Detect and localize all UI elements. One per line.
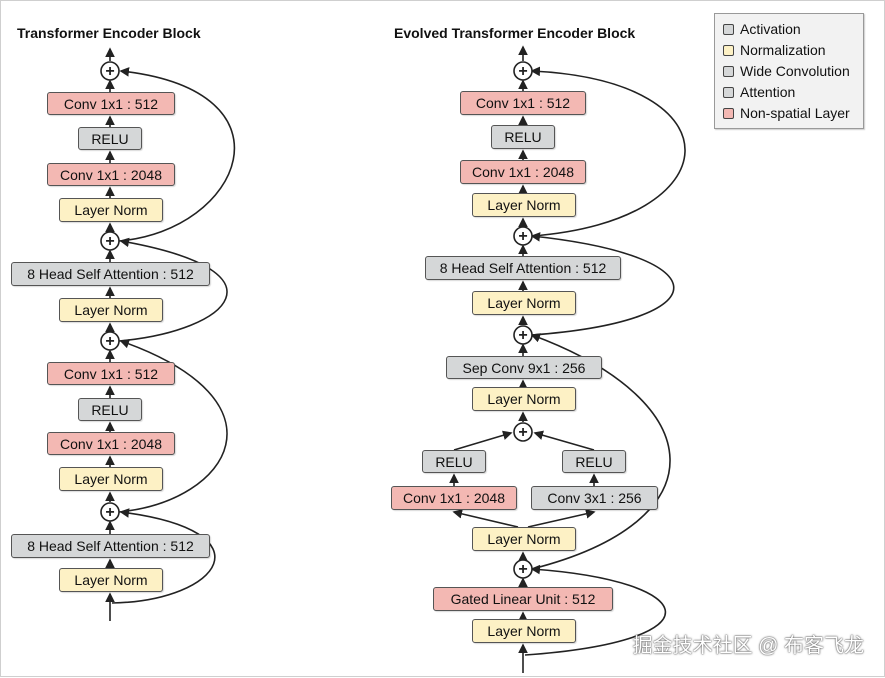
residual-connection bbox=[524, 564, 667, 656]
legend-item-attention: Attention bbox=[723, 84, 795, 100]
right-layer-norm-5: Layer Norm bbox=[472, 619, 576, 643]
add-symbol: + bbox=[518, 561, 527, 578]
left-relu-top: RELU bbox=[78, 127, 142, 150]
legend-item-normalization: Normalization bbox=[723, 42, 826, 58]
residual-connection bbox=[111, 508, 216, 604]
right-relu-right-branch: RELU bbox=[562, 450, 626, 473]
legend-swatch-attention bbox=[723, 86, 734, 98]
left-conv-1x1-512-bottom: Conv 1x1 : 512 bbox=[47, 362, 175, 385]
residual-connection bbox=[118, 339, 228, 513]
right-conv-1x1-2048-branch: Conv 1x1 : 2048 bbox=[391, 486, 517, 510]
left-diagram-title: Transformer Encoder Block bbox=[17, 25, 201, 41]
add-symbol: + bbox=[518, 228, 527, 245]
legend-swatch-normalization bbox=[723, 44, 734, 56]
legend-swatch-activation bbox=[723, 23, 734, 35]
add-circle bbox=[100, 61, 120, 81]
legend-label: Activation bbox=[740, 21, 801, 37]
left-layer-norm-1: Layer Norm bbox=[59, 198, 163, 222]
arrow-connector bbox=[527, 509, 596, 528]
arrow-connector bbox=[533, 430, 595, 451]
residual-connection bbox=[118, 67, 236, 242]
right-conv-3x1-256-branch: Conv 3x1 : 256 bbox=[531, 486, 658, 510]
left-layer-norm-3: Layer Norm bbox=[59, 467, 163, 491]
add-circle bbox=[513, 61, 533, 81]
add-circle bbox=[513, 559, 533, 579]
legend-item-activation: Activation bbox=[723, 21, 801, 37]
watermark: 掘金技术社区 @ 布客飞龙 bbox=[632, 635, 864, 657]
add-circle bbox=[513, 226, 533, 246]
legend-swatch-wide-convolution bbox=[723, 65, 734, 77]
add-symbol: + bbox=[105, 233, 114, 250]
legend-label: Attention bbox=[740, 84, 796, 100]
left-relu-bottom: RELU bbox=[78, 398, 142, 421]
left-layer-norm-2: Layer Norm bbox=[59, 298, 163, 322]
right-relu-top: RELU bbox=[491, 125, 555, 149]
add-circle bbox=[100, 331, 120, 351]
left-self-attention-bottom: 8 Head Self Attention : 512 bbox=[11, 534, 210, 558]
add-symbol: + bbox=[105, 63, 114, 80]
add-circle bbox=[100, 231, 120, 251]
right-relu-left-branch: RELU bbox=[422, 450, 486, 473]
right-gated-linear-unit: Gated Linear Unit : 512 bbox=[433, 587, 613, 611]
residual-connection bbox=[530, 66, 686, 237]
arrow-connector bbox=[453, 430, 513, 451]
legend-swatch-non-spatial bbox=[723, 107, 734, 119]
left-conv-1x1-512-top: Conv 1x1 : 512 bbox=[47, 92, 175, 115]
right-layer-norm-3: Layer Norm bbox=[472, 387, 576, 411]
add-symbol: + bbox=[518, 424, 527, 441]
right-layer-norm-1: Layer Norm bbox=[472, 193, 576, 217]
residual-connection bbox=[530, 232, 675, 336]
right-conv-1x1-2048-top: Conv 1x1 : 2048 bbox=[460, 160, 586, 184]
arrow-connector bbox=[452, 509, 519, 528]
add-symbol: + bbox=[518, 327, 527, 344]
right-sep-conv-9x1: Sep Conv 9x1 : 256 bbox=[446, 356, 602, 379]
add-circle bbox=[513, 422, 533, 442]
left-layer-norm-4: Layer Norm bbox=[59, 568, 163, 592]
legend: Activation Normalization Wide Convolutio… bbox=[714, 13, 864, 129]
right-layer-norm-4: Layer Norm bbox=[472, 527, 576, 551]
legend-item-non-spatial: Non-spatial Layer bbox=[723, 105, 850, 121]
left-conv-1x1-2048-top: Conv 1x1 : 2048 bbox=[47, 163, 175, 186]
add-circle bbox=[513, 325, 533, 345]
add-circle bbox=[100, 502, 120, 522]
residual-connection bbox=[118, 237, 228, 342]
right-self-attention: 8 Head Self Attention : 512 bbox=[425, 256, 621, 280]
add-symbol: + bbox=[518, 63, 527, 80]
legend-label: Non-spatial Layer bbox=[740, 105, 850, 121]
add-symbol: + bbox=[105, 504, 114, 521]
left-self-attention-top: 8 Head Self Attention : 512 bbox=[11, 262, 210, 286]
right-layer-norm-2: Layer Norm bbox=[472, 291, 576, 315]
legend-item-wide-convolution: Wide Convolution bbox=[723, 63, 850, 79]
left-conv-1x1-2048-bottom: Conv 1x1 : 2048 bbox=[47, 432, 175, 455]
legend-label: Normalization bbox=[740, 42, 826, 58]
right-diagram-title: Evolved Transformer Encoder Block bbox=[394, 25, 636, 41]
legend-label: Wide Convolution bbox=[740, 63, 850, 79]
right-conv-1x1-512: Conv 1x1 : 512 bbox=[460, 91, 586, 115]
add-symbol: + bbox=[105, 333, 114, 350]
